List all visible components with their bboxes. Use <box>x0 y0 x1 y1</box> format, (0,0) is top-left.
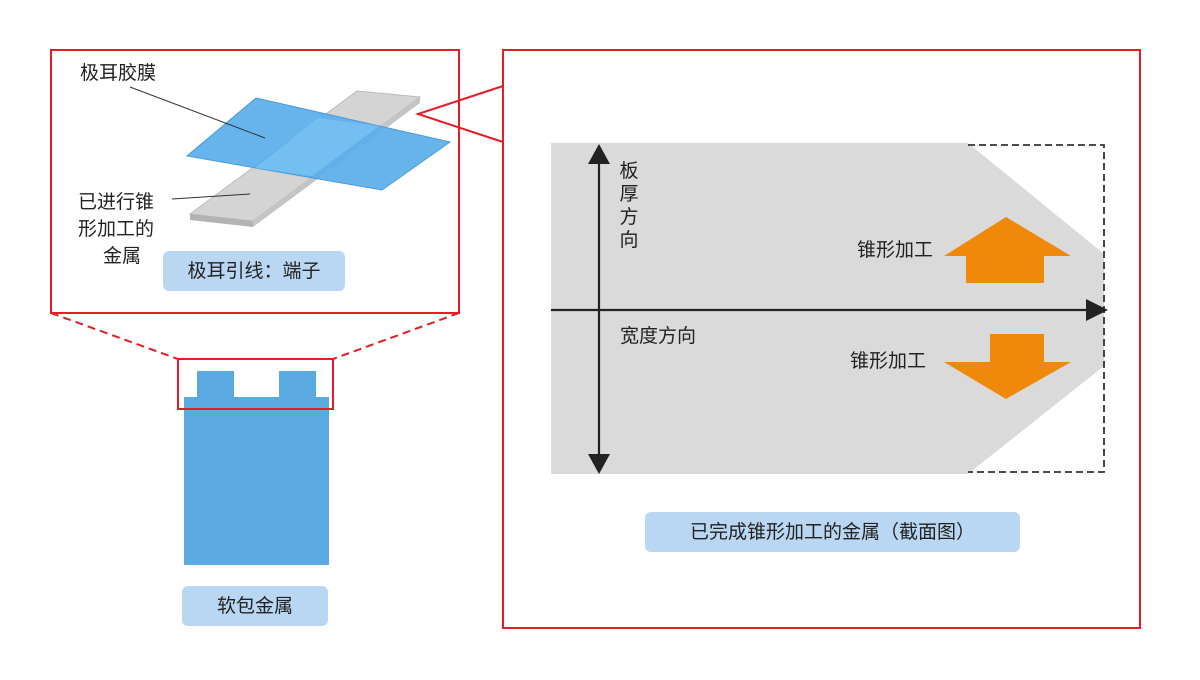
film-leader <box>129 86 266 139</box>
width-axis-label: 宽度方向 <box>620 325 697 347</box>
left-zoom-frame <box>50 49 460 314</box>
tab-lead-badge: 极耳引线：端子 <box>163 251 345 291</box>
thickness-axis-bottom-arrowhead <box>588 454 610 474</box>
pouch-body <box>184 413 329 565</box>
film-label: 极耳胶膜 <box>80 62 157 84</box>
taper-arrow-down <box>944 334 1071 399</box>
thickness-axis-top-arrowhead <box>588 144 610 164</box>
thickness-label-char-3: 方 <box>619 206 639 228</box>
pouch-tab-right <box>279 371 316 401</box>
width-axis-arrowhead <box>1086 299 1108 321</box>
thickness-axis-label: 板 厚 方 向 <box>617 160 641 252</box>
thickness-label-char-1: 板 <box>619 160 639 182</box>
thickness-label-char-4: 向 <box>619 229 639 251</box>
tapered-metal-label: 已进行锥 形加工的 金属 <box>78 189 154 270</box>
tapered-metal-label-line3: 金属 <box>103 245 142 267</box>
tapered-metal-section <box>551 143 1104 474</box>
section-caption-badge: 已完成锥形加工的金属（截面图） <box>645 512 1020 552</box>
pouch-tab-left <box>197 371 234 401</box>
taper-top-label: 锥形加工 <box>857 239 934 261</box>
right-section-frame <box>502 49 1141 629</box>
taper-bottom-label: 锥形加工 <box>850 350 927 372</box>
taper-arrow-up <box>944 217 1071 283</box>
metal-leader <box>171 193 251 200</box>
pouch-top-band <box>184 397 329 413</box>
zoom-dash-left <box>50 312 179 360</box>
pouch-highlight-box <box>177 358 334 410</box>
zoom-connector <box>414 85 504 143</box>
thickness-label-char-2: 厚 <box>619 183 639 205</box>
zoom-dash-right <box>332 312 460 360</box>
pouch-badge: 软包金属 <box>182 586 328 626</box>
tapered-metal-label-line2: 形加工的 <box>78 218 155 240</box>
tapered-metal-label-line1: 已进行锥 <box>78 191 155 213</box>
